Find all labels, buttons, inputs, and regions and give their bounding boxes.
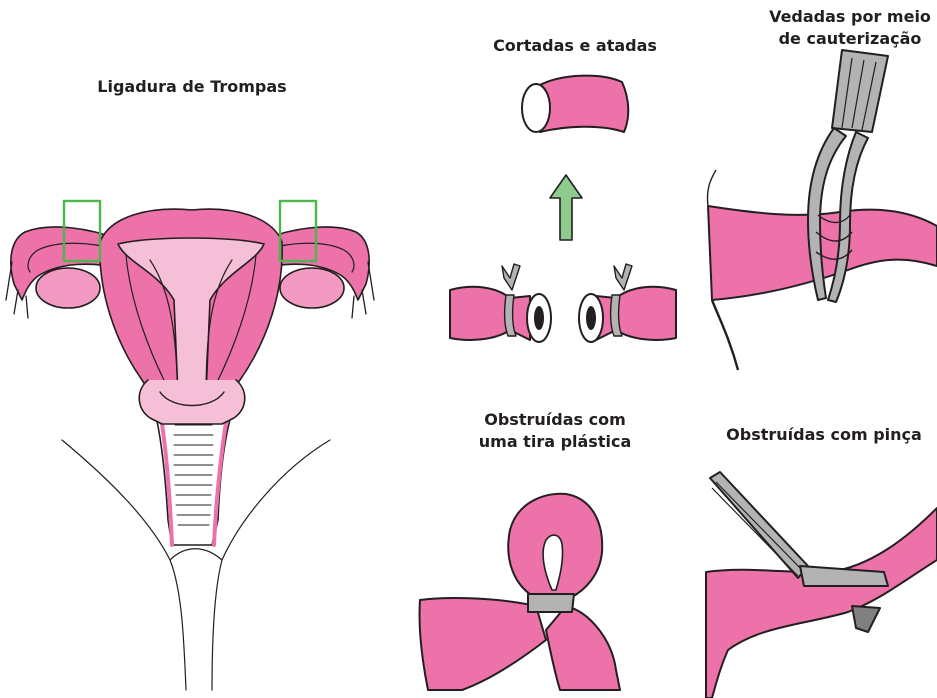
main-title: Ligadura de Trompas [97, 77, 286, 96]
band-label-line2: uma tira plástica [479, 432, 632, 451]
cut-tied-illustration [450, 76, 676, 342]
clip-tip [852, 606, 880, 632]
tied-tube-end [522, 84, 550, 132]
up-arrow [550, 175, 582, 240]
cauterization-label-line1: Vedadas por meio [769, 7, 931, 26]
left-cut-segment [450, 287, 530, 340]
vagina-outline-right [212, 440, 330, 690]
clipped-tube [706, 508, 937, 698]
right-ovary [280, 268, 344, 308]
left-tie [502, 264, 520, 290]
uterus-illustration [6, 209, 374, 690]
right-tie [614, 264, 632, 290]
band-label-line1: Obstruídas com [484, 410, 625, 429]
cauterization-illustration [707, 50, 937, 370]
cauterization-label-line2: de cauterização [779, 29, 922, 48]
cervix-outer [139, 380, 245, 424]
clip-illustration [706, 472, 937, 698]
band-tube-right [546, 606, 620, 690]
right-cut-segment [596, 287, 676, 340]
left-ovary [36, 268, 100, 308]
clip-instrument-arm [710, 472, 808, 578]
clip-label: Obstruídas com pinça [726, 425, 922, 444]
band-illustration [419, 494, 620, 690]
cut-tied-label: Cortadas e atadas [493, 36, 657, 55]
plastic-band [528, 594, 574, 612]
tied-tube-segment [538, 76, 628, 132]
cautery-handle [832, 50, 888, 132]
